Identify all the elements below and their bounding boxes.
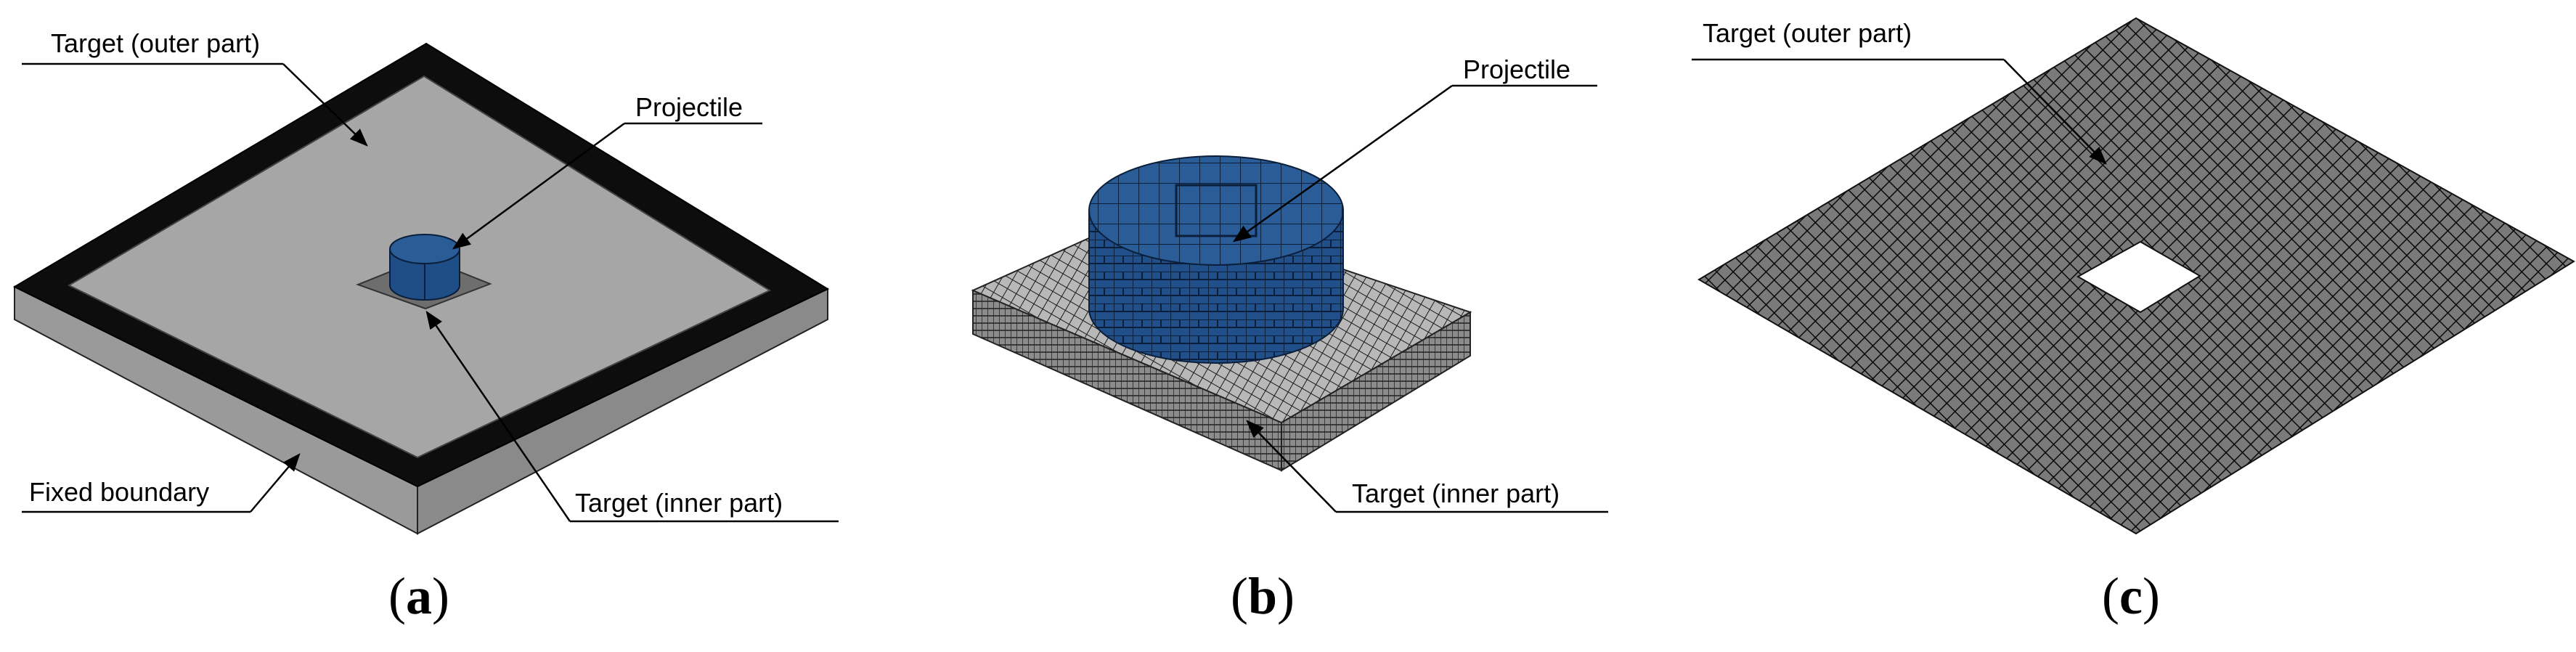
arrow-a-projectile: [452, 122, 625, 250]
caption-c-letter: c: [2119, 567, 2143, 625]
projectile-b: [1088, 155, 1344, 364]
arrow-b-inner: [1246, 420, 1337, 513]
label-b-projectile: Projectile: [1463, 54, 1570, 84]
caption-a-close: ): [432, 567, 449, 625]
caption-b-close: ): [1277, 567, 1295, 625]
caption-a: (a): [388, 567, 449, 625]
caption-b: (b): [1231, 567, 1295, 625]
label-c-target-outer: Target (outer part): [1703, 18, 1912, 48]
label-a-target-outer: Target (outer part): [51, 28, 260, 58]
label-a-fixed-boundary: Fixed boundary: [29, 477, 209, 507]
plate-c-hole: [2076, 240, 2201, 314]
caption-c-close: ): [2143, 567, 2160, 625]
arrow-a-outer: [282, 63, 368, 147]
caption-c: (c): [2102, 567, 2160, 625]
caption-c-open: (: [2102, 567, 2119, 625]
panel-a: Target (outer part) Projectile Fixed bou…: [12, 28, 839, 625]
arrow-b-projectile: [1232, 84, 1453, 243]
arrow-a-fixed: [250, 453, 301, 513]
label-a-target-inner: Target (inner part): [575, 488, 783, 518]
label-b-target-inner: Target (inner part): [1352, 478, 1560, 508]
label-a-projectile: Projectile: [635, 92, 743, 122]
panel-c: Target (outer part) (c): [1692, 17, 2575, 625]
panel-b: Projectile Target (inner part) (b): [971, 54, 1608, 625]
arrow-c-outer: [2003, 59, 2107, 165]
caption-b-letter: b: [1248, 567, 1277, 625]
caption-a-open: (: [388, 567, 406, 625]
caption-a-letter: a: [406, 567, 432, 625]
caption-b-open: (: [1231, 567, 1248, 625]
projectile-a: [389, 234, 460, 301]
arrow-a-inner: [425, 310, 571, 522]
